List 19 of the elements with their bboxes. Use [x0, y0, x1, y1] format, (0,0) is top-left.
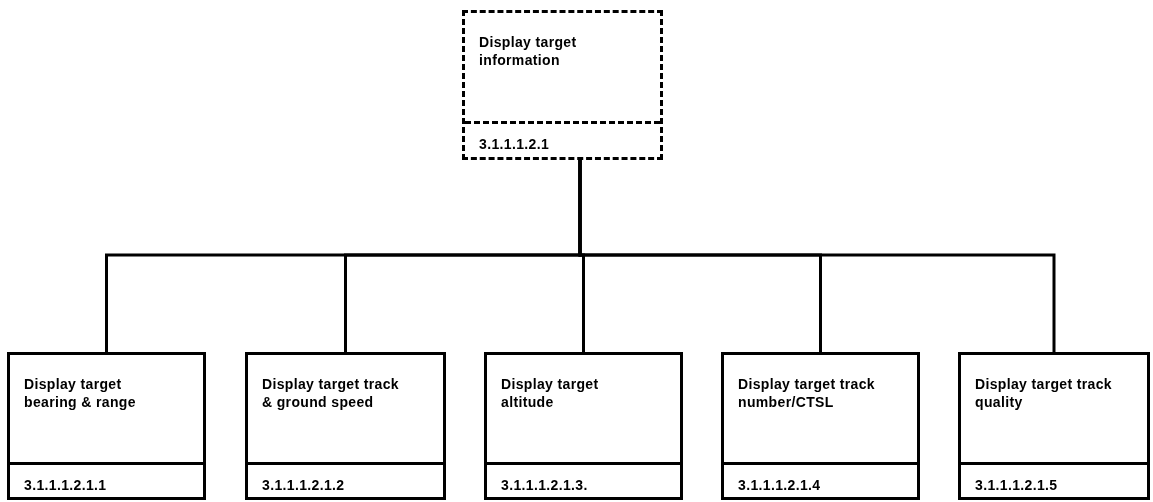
process-box [721, 352, 920, 500]
process-box [7, 352, 206, 500]
box-number: 3.1.1.1.2.1.2 [262, 476, 345, 494]
box-title: Display target track & ground speed [262, 375, 400, 411]
process-box [462, 10, 663, 160]
connector-line [578, 160, 1056, 352]
box-title: Display target track number/CTSL [738, 375, 876, 411]
process-box [958, 352, 1150, 500]
box-title: Display target information [479, 33, 578, 69]
process-box [484, 352, 683, 500]
process-box [245, 352, 446, 500]
box-title: Display target bearing & range [24, 375, 137, 411]
box-number: 3.1.1.1.2.1.3. [501, 476, 588, 494]
box-title: Display target altitude [501, 375, 600, 411]
box-number: 3.1.1.1.2.1.5 [975, 476, 1058, 494]
box-number: 3.1.1.1.2.1 [479, 135, 549, 153]
box-title: Display target track quality [975, 375, 1113, 411]
box-number: 3.1.1.1.2.1.1 [24, 476, 107, 494]
box-number: 3.1.1.1.2.1.4 [738, 476, 821, 494]
